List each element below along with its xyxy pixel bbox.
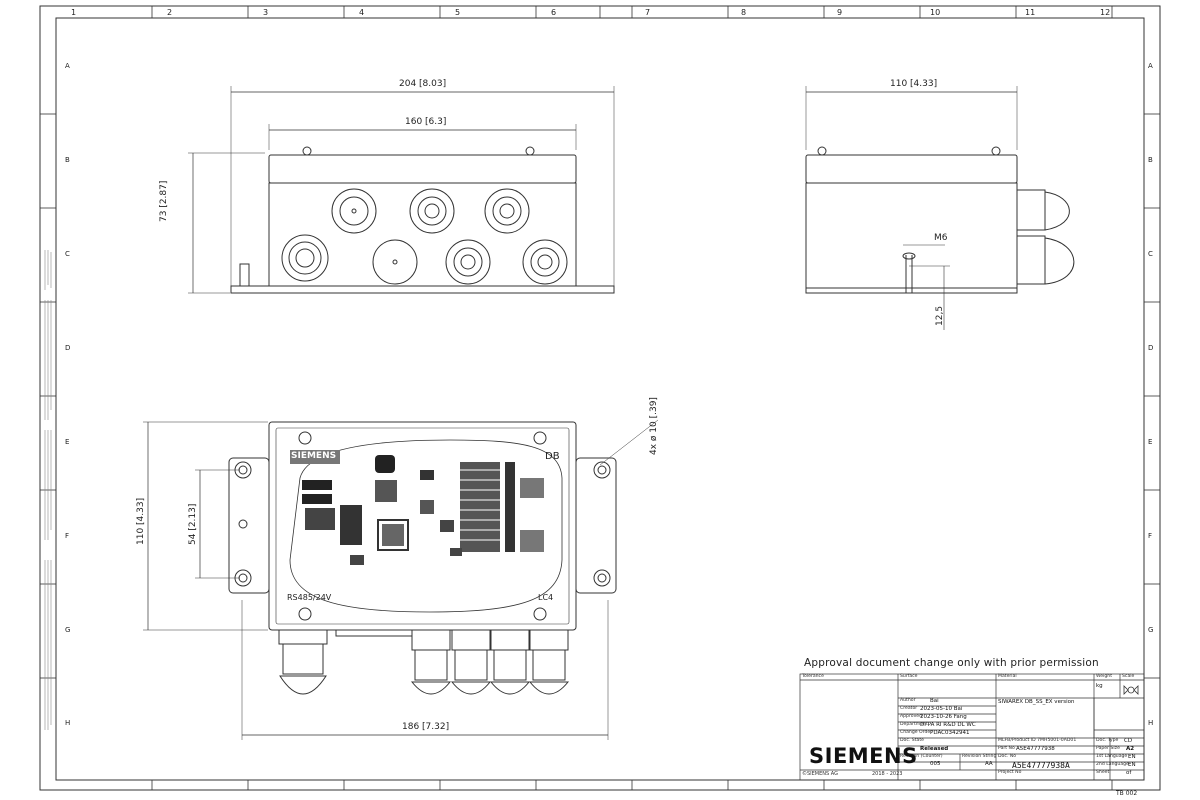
tb-department-value: DI PA RI R&D DL WC: [920, 722, 976, 728]
dim-top-height: 110 [4.33]: [136, 497, 146, 545]
tb-revision-label: Revision (Counter): [900, 754, 943, 759]
tb-weight-value: kg: [1096, 683, 1103, 689]
grid-row-h: H: [65, 719, 71, 727]
tb-revision-string-label: Revision String: [962, 754, 997, 759]
tb-sheet-value: of: [1126, 770, 1132, 776]
tb-language-value: EN: [1128, 754, 1136, 760]
grid-row-a: A: [65, 62, 70, 70]
tb-doc-state-value: Released: [920, 746, 949, 752]
dim-top-holes: 4x ø 10 [.39]: [649, 397, 659, 455]
tb-project-label: Project No: [998, 770, 1022, 775]
grid-col-8: 8: [741, 8, 747, 17]
tb-scale-label: Scale: [1122, 674, 1135, 679]
tb-department-label: Department: [900, 722, 928, 727]
tb-sheet-label: Sheet: [1096, 770, 1110, 775]
port-label-right: LC4: [538, 593, 554, 602]
grid-row-g-right: G: [1148, 626, 1154, 634]
pcb-detail: [290, 450, 544, 565]
dim-front-overall-width: 204 [8.03]: [399, 79, 447, 89]
grid-row-f: F: [65, 532, 70, 540]
tb-doc-no-value: A5E47777938A: [1012, 761, 1070, 770]
dim-front-body-width: 160 [6.3]: [405, 117, 447, 127]
tb-doc-type-label: Doc. Type: [1096, 738, 1119, 743]
front-view: [188, 86, 615, 294]
tb-paper-size-label: Paper Size: [1096, 746, 1120, 751]
tb-surface-label: Surface: [900, 674, 918, 679]
tb-years: 2018 - 2023: [872, 771, 903, 777]
tb-paper-size-value: A2: [1126, 746, 1135, 752]
grid-row-e: E: [65, 438, 70, 446]
pcb-connector-lines: [460, 469, 500, 541]
tb-weight-label: Weight: [1096, 674, 1113, 679]
corner-tag: TB 002: [1116, 790, 1138, 797]
tb-product-description: SIWAREX DB_SS_EX version: [998, 699, 1075, 705]
pcb-brand: SIEMENS: [291, 451, 337, 461]
grid-col-10: 10: [930, 8, 941, 17]
front-glands: [281, 188, 568, 285]
tb-revision-string-value: AA: [985, 761, 993, 767]
grid-row-e-right: E: [1148, 438, 1153, 446]
tb-author-value: Bai: [930, 698, 939, 704]
tb-language-label: 1st Language: [1096, 754, 1128, 759]
dim-side-thread-depth: 12,5: [935, 305, 945, 326]
title-block-frame: [799, 673, 1145, 781]
tb-approver-value: 2023-10-26 Fang: [920, 714, 967, 720]
tb-doc-state-label: Doc. State: [900, 738, 924, 743]
tb-language2-value: EN: [1128, 762, 1136, 768]
grid-row-c: C: [65, 250, 70, 258]
grid-col-9: 9: [837, 8, 843, 17]
grid-row-g: G: [65, 626, 71, 634]
grid-row-d: D: [65, 344, 71, 352]
grid-column-ticks: [151, 6, 1113, 790]
grid-col-1: 1: [71, 8, 77, 17]
scale-symbol: [1123, 685, 1139, 695]
grid-col-6: 6: [551, 8, 557, 17]
tb-doc-type-value: CD: [1124, 738, 1133, 744]
grid-col-12: 12: [1100, 8, 1111, 17]
grid-col-2: 2: [167, 8, 173, 17]
grid-col-7: 7: [645, 8, 651, 17]
pcb-label-db: DB: [545, 451, 560, 462]
grid-row-b: B: [65, 156, 70, 164]
grid-row-f-right: F: [1148, 532, 1153, 540]
grid-row-a-right: A: [1148, 62, 1153, 70]
grid-col-5: 5: [455, 8, 461, 17]
grid-row-c-right: C: [1148, 250, 1153, 258]
grid-row-h-right: H: [1148, 719, 1154, 727]
grid-col-3: 3: [263, 8, 269, 17]
dim-top-hole-spacing: 54 [2.13]: [188, 503, 198, 545]
dim-front-height: 73 [2.87]: [159, 180, 169, 222]
siemens-logo: SIEMENS: [809, 744, 918, 768]
dim-side-thread: M6: [934, 233, 948, 243]
tb-part-no-label: Part No: [998, 746, 1015, 751]
tb-language2-label: 2nd Language: [1096, 762, 1129, 767]
dim-side-depth: 110 [4.33]: [890, 79, 938, 89]
legal-notes: [44, 250, 52, 730]
tb-product-ref: MLFB/Product ID 7MH5001-0AD01: [998, 738, 1077, 743]
grid-col-4: 4: [359, 8, 365, 17]
tb-material-label: Material: [998, 674, 1017, 679]
tb-change-order-value: PDAC0342941: [930, 730, 970, 736]
tb-creator-value: 2023-05-10 Bai: [920, 706, 963, 712]
grid-row-b-right: B: [1148, 156, 1153, 164]
grid-col-11: 11: [1025, 8, 1036, 17]
tb-revision-value: 005: [930, 761, 941, 767]
dim-top-bottom-width: 186 [7.32]: [402, 722, 450, 732]
port-label-left: RS485/24V: [287, 593, 332, 602]
top-view: [143, 419, 659, 740]
tb-approver-label: Approved: [900, 714, 923, 719]
tb-tolerance-label: Tolerance: [802, 674, 824, 679]
bottom-glands: [278, 629, 570, 695]
tb-copyright: ©SIEMENS AG: [802, 771, 838, 777]
tb-doc-no-label: Doc. No: [998, 754, 1017, 759]
tb-author-label: Author: [900, 698, 916, 703]
tb-part-no-value: A5E47777938: [1016, 746, 1055, 752]
side-view: [805, 86, 1075, 330]
approval-note: Approval document change only with prior…: [804, 657, 1099, 669]
tb-creator-label: Creator: [900, 706, 918, 711]
grid-row-d-right: D: [1148, 344, 1154, 352]
tb-change-order-label: Change Order: [900, 730, 933, 735]
